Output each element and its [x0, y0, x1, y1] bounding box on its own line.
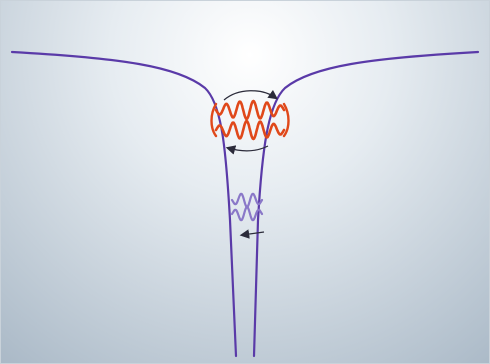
background	[0, 0, 490, 364]
potential-well-diagram	[0, 0, 490, 364]
diagram-stage	[0, 0, 490, 364]
